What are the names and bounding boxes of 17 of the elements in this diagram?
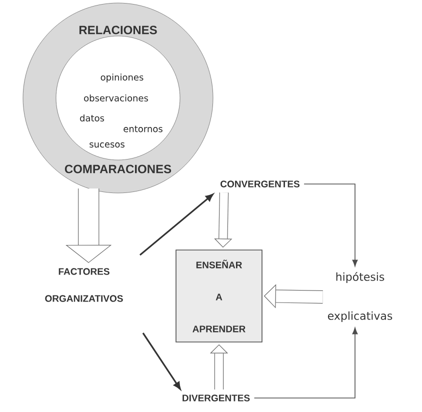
word-label: sucesos [90, 142, 124, 148]
ring-label: COMPARACIONES [64, 164, 172, 174]
ring-label: RELACIONES [79, 26, 157, 34]
process-box: ENSEÑAR A APRENDER [176, 250, 262, 342]
arrow [254, 328, 358, 398]
word-label: observaciones [84, 94, 148, 102]
word-label: entornos [124, 126, 162, 132]
concept-label: CONVERGENTES [220, 180, 300, 188]
word-label: datos [80, 114, 104, 122]
arrow [142, 332, 181, 390]
hypothesis-label: hipótesis explicativas [328, 272, 392, 322]
arrow [304, 184, 358, 266]
arrow [140, 194, 214, 256]
concept-label: DIVERGENTES [182, 394, 250, 402]
word-label: opiniones [100, 74, 144, 82]
inner-circle [56, 36, 180, 160]
concept-label: FACTORES ORGANIZATIVOS [45, 268, 123, 302]
